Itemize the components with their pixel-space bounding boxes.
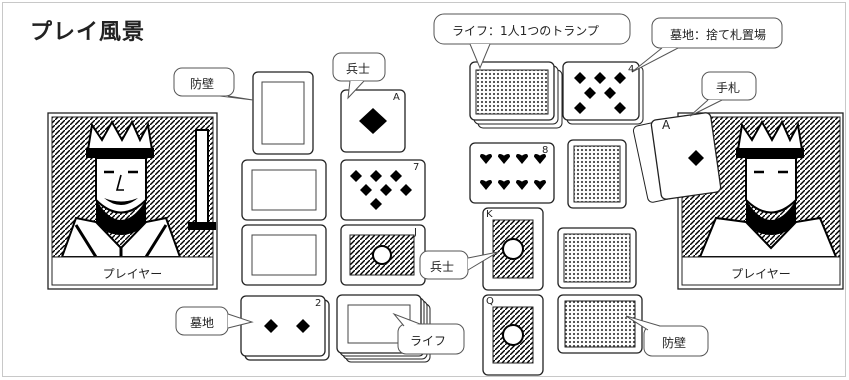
facedown-card-3 [558,295,642,353]
card-rank-eight: 8 [542,145,548,156]
player-left-portrait [48,113,217,289]
card-rank-seven: 7 [413,162,419,173]
wall-card-mid [242,160,326,220]
callout-life-top: ライフ：1人1つのトランプ [452,22,599,39]
callout-life-bottom: ライフ [410,332,446,349]
soldier-card-jack [341,225,425,285]
card-rank-queen: Q [486,296,494,307]
card-rank-soldier-ace: A [393,92,400,103]
wall-card-low [242,225,326,285]
facedown-card-1 [568,140,626,208]
card-rank-two: 2 [315,298,321,309]
card-rank-jack: J [414,227,417,238]
callout-hand: 手札 [716,79,740,96]
soldier-card-queen [483,295,543,375]
card-rank-four: 4 [628,64,634,75]
wall-card-top [253,72,313,154]
life-stack-top [470,62,562,128]
callout-soldier-mid: 兵士 [430,258,454,275]
soldier-card-king [483,208,543,290]
callout-soldier-top: 兵士 [346,60,370,77]
callout-wall-left: 防壁 [190,75,214,92]
facedown-card-2 [558,228,636,288]
hand-cards [633,112,722,203]
player-right-name: プレイヤー [682,265,840,282]
callout-discard-top: 墓地：捨て札置場 [670,26,766,43]
player-left-name: プレイヤー [52,265,213,282]
callout-wall-right: 防壁 [662,334,686,351]
card-rank-king: K [486,209,493,220]
callout-discard-bottom: 墓地 [190,314,214,331]
card-rank-hand-ace: A [662,118,670,132]
